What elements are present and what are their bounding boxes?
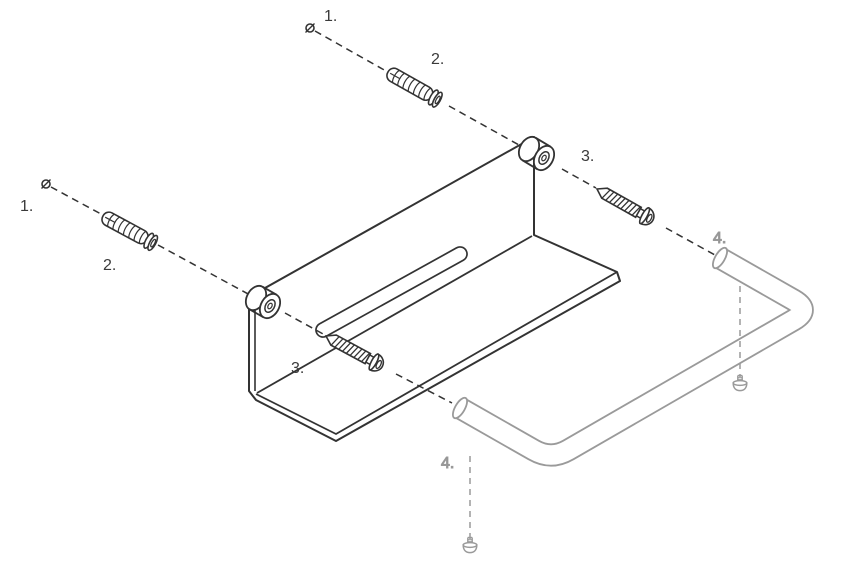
standoff-post-top: [517, 135, 556, 172]
rolled-lip: [315, 246, 468, 338]
shelf-front-edge: [255, 271, 618, 435]
standoff-post-bottom: [244, 284, 282, 320]
callout-3-top: 3.: [581, 148, 594, 165]
bracket-outline: [248, 136, 621, 442]
alignment-line-left-2: [157, 244, 251, 296]
alignment-lines: [50, 30, 716, 404]
callout-3-bottom: 3.: [291, 360, 304, 377]
pilot-hole-mark-left: [41, 179, 51, 189]
callout-4-bottom: 4.: [441, 455, 454, 472]
alignment-line-top-2: [448, 105, 529, 151]
callout-1-top: 1.: [324, 8, 337, 25]
alignment-line-left-1: [50, 186, 102, 215]
callout-2-left: 2.: [103, 257, 116, 274]
post-hole-center: [541, 154, 547, 162]
hole-slash: [41, 179, 51, 189]
set-screw-lines: [469, 286, 741, 540]
alignment-line-left-3: [284, 312, 326, 336]
callout-1-left: 1.: [20, 198, 33, 215]
alignment-line-top-4: [665, 227, 716, 256]
alignment-line-top-3: [561, 168, 597, 189]
post-hole-center: [267, 302, 273, 310]
alignment-line-top-1: [314, 30, 387, 72]
alignment-line-left-4: [395, 373, 453, 404]
pilot-hole-mark-top: [305, 23, 315, 33]
rail-tube-inner: [455, 249, 812, 465]
rail-end-cap-right: [712, 246, 728, 270]
callout-4-right: 4.: [713, 230, 726, 247]
hole-slash: [305, 23, 315, 33]
callout-2-top: 2.: [431, 51, 444, 68]
rail-end-cap-left: [452, 396, 468, 420]
rail: [452, 246, 814, 467]
wall-bracket: [248, 136, 621, 442]
fold-crease: [256, 235, 533, 394]
